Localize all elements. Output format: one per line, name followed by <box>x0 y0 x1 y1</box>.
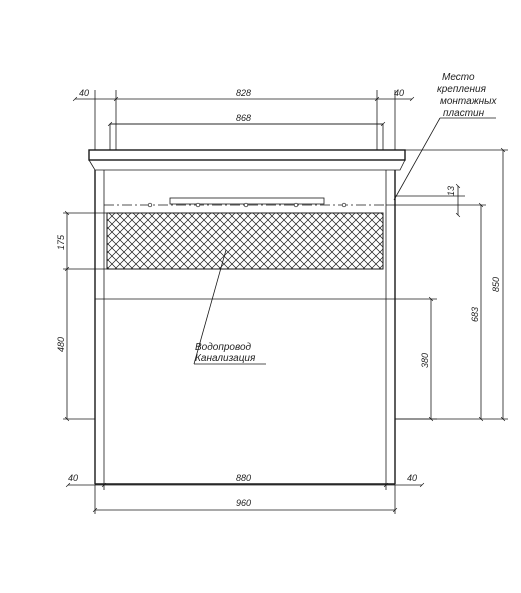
left-dimensions <box>63 210 107 422</box>
countertop-bevel <box>88 159 406 171</box>
countertop <box>88 149 406 161</box>
dim-zone-height: 175 <box>56 234 66 250</box>
note-mount-line2: крепления <box>437 84 487 95</box>
top-dimensions <box>72 90 415 150</box>
dim-total-height: 850 <box>491 277 501 292</box>
dim-top-width: 828 <box>236 88 251 98</box>
dim-top-overhang-left: 40 <box>79 88 89 98</box>
cabinet-outline <box>88 149 406 485</box>
mount-annotation: Место крепления монтажных пластин <box>393 72 497 201</box>
dim-total-width: 960 <box>236 498 251 508</box>
note-mount-line4: пластин <box>443 108 485 119</box>
note-water: Водопровод <box>195 342 252 353</box>
dim-lower-height: 480 <box>56 337 66 352</box>
dim-bottom-overhang-right: 40 <box>407 473 417 483</box>
dim-body-height: 683 <box>470 307 480 322</box>
note-mount-line1: Место <box>442 72 475 83</box>
dim-bottom-overhang-left: 40 <box>68 473 78 483</box>
mounting-points <box>147 202 347 208</box>
right-dimensions <box>386 147 508 422</box>
plumbing-annotation: Водопровод Канализация <box>193 249 266 365</box>
dim-gap-top: 13 <box>446 186 456 196</box>
note-sewer: Канализация <box>195 353 256 364</box>
dim-bottom-width: 880 <box>236 473 251 483</box>
utility-zone <box>106 212 384 270</box>
dim-inner-width: 868 <box>236 113 251 123</box>
dim-top-overhang-right: 40 <box>394 88 404 98</box>
dim-pipe-height: 380 <box>420 353 430 368</box>
bottom-dimensions <box>65 484 425 514</box>
note-mount-line3: монтажных <box>440 96 497 107</box>
